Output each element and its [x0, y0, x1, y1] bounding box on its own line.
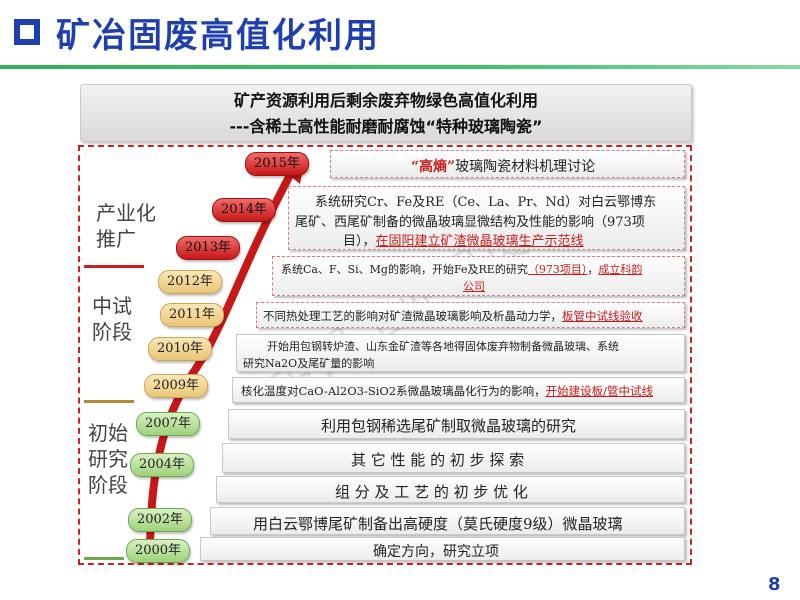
item-2012-project: （973项目） — [527, 263, 588, 276]
item-2012-company: 成立科韵 — [598, 263, 643, 276]
item-2014-line-3: 目）， — [343, 234, 376, 249]
slide-title: 矿冶固废高值化利用 — [56, 16, 380, 56]
item-2007-text: 利用包钢稀选尾矿制取微晶玻璃的研究 — [321, 417, 577, 435]
item-2000-text: 确定方向，研究立项 — [373, 544, 499, 560]
year-2007: 2007年 — [136, 412, 200, 436]
item-optimization-text: 组 分 及 工 艺 的 初 步 优 化 — [335, 483, 528, 501]
item-2015-text: 玻璃陶瓷材料机理讨论 — [455, 159, 596, 175]
stage-divider-industrial — [84, 265, 144, 268]
year-2004: 2004年 — [130, 453, 194, 477]
slide-header: 矿冶固废高值化利用 — [0, 0, 800, 70]
item-2004-text: 其 它 性 能 的 初 步 探 索 — [351, 451, 525, 469]
item-2012: 系统Ca、F、Si、Mg的影响，开始Fe及RE的研究（973项目），成立科韵 公… — [272, 256, 685, 296]
item-2014-line-2: 尾矿、西尾矿制备的微晶玻璃显微结构及性能的影响（973项 — [295, 215, 645, 230]
year-2000: 2000年 — [126, 539, 190, 563]
item-2014: 系统研究Cr、Fe及RE（Ce、La、Pr、Nd）对白云鄂博东 尾矿、西尾矿制备… — [288, 186, 685, 250]
year-2010: 2010年 — [148, 337, 212, 361]
subtitle-line-1: 矿产资源利用后剩余废弃物绿色高值化利用 — [233, 91, 538, 110]
year-2002: 2002年 — [128, 508, 192, 532]
item-2015: “高熵”玻璃陶瓷材料机理讨论 — [330, 150, 685, 178]
subtitle-box: 矿产资源利用后剩余废弃物绿色高值化利用 ---含稀土高性能耐磨耐腐蚀“特种玻璃陶… — [80, 84, 692, 142]
year-2009: 2009年 — [144, 374, 208, 398]
year-2013: 2013年 — [176, 236, 240, 260]
item-2014-line-1: 系统研究Cr、Fe及RE（Ce、La、Pr、Nd）对白云鄂博东 — [315, 195, 657, 210]
header-divider — [0, 65, 800, 69]
item-2011-highlight: 板管中试线验收 — [562, 309, 643, 323]
year-2015: 2015年 — [245, 152, 309, 176]
year-2011: 2011年 — [160, 303, 224, 327]
item-2009: 核化温度对CaO-Al2O3-SiO2系微晶玻璃晶化行为的影响，开始建设板/管中… — [232, 377, 685, 403]
item-2002: 用白云鄂博尾矿制备出高硬度（莫氏硬度9级）微晶玻璃 — [210, 507, 685, 535]
item-2012-company-2: 公司 — [463, 280, 485, 293]
stage-label-pilot: 中试阶段 — [92, 294, 132, 344]
stage-divider-initial — [84, 557, 124, 560]
item-2014-highlight: 在固阳建立矿渣微晶玻璃生产示范线 — [375, 234, 584, 249]
year-2014: 2014年 — [212, 198, 276, 222]
timeline-frame — [78, 145, 692, 565]
item-2011: 不同热处理工艺的影响对矿渣微晶玻璃影响及析晶动力学，板管中试线验收 — [256, 302, 685, 328]
item-2009-text: 核化温度对CaO-Al2O3-SiO2系微晶玻璃晶化行为的影响， — [241, 384, 546, 398]
item-2010-line-2: 研究Na2O及尾矿量的影响 — [243, 357, 375, 370]
item-2015-highlight: “高熵” — [411, 159, 456, 175]
year-2012: 2012年 — [158, 270, 222, 294]
stage-label-initial: 初始研究阶段 — [88, 421, 128, 497]
item-2009-highlight: 开始建设板/管中试线 — [545, 384, 653, 398]
item-2004: 其 它 性 能 的 初 步 探 索 — [222, 443, 685, 473]
stage-divider-pilot — [84, 400, 134, 403]
item-2000: 确定方向，研究立项 — [200, 537, 685, 561]
item-2007: 利用包钢稀选尾矿制取微晶玻璃的研究 — [228, 409, 685, 439]
page-number: 8 — [768, 574, 781, 595]
stage-label-industrial: 产业化推广 — [96, 201, 156, 251]
item-2002-text: 用白云鄂博尾矿制备出高硬度（莫氏硬度9级）微晶玻璃 — [253, 515, 623, 533]
item-2012-comma: ， — [587, 263, 599, 276]
item-2011-text: 不同热处理工艺的影响对矿渣微晶玻璃影响及析晶动力学， — [263, 309, 562, 323]
item-optimization: 组 分 及 工 艺 的 初 步 优 化 — [216, 476, 685, 503]
item-2012-text: 系统Ca、F、Si、Mg的影响，开始Fe及RE的研究 — [281, 263, 528, 276]
square-bullet-icon — [14, 19, 40, 45]
subtitle-line-2: ---含稀土高性能耐磨耐腐蚀“特种玻璃陶瓷” — [229, 117, 543, 136]
item-2010-line-1: 开始用包钢转炉渣、山东金矿渣等各地得固体废弃物制备微晶玻璃、系统 — [267, 340, 619, 353]
item-2010: 开始用包钢转炉渣、山东金矿渣等各地得固体废弃物制备微晶玻璃、系统 研究Na2O及… — [236, 334, 685, 372]
